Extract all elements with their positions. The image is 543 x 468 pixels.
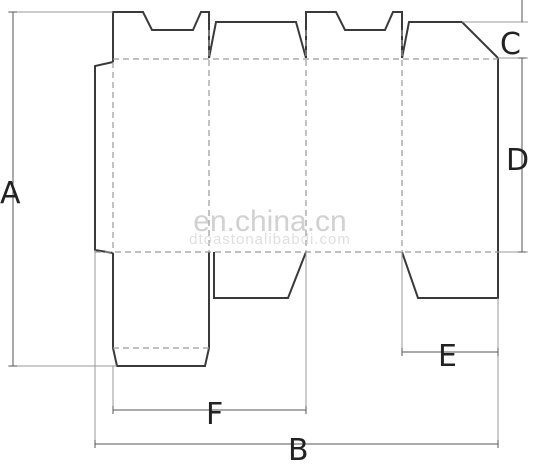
bottom-dust-flap-1 — [213, 251, 307, 299]
dimension-d — [498, 57, 528, 253]
dimension-e — [401, 252, 499, 356]
top-dust-flap-1 — [208, 21, 307, 59]
label-c: C — [500, 27, 521, 62]
top-tuck-flap-2 — [305, 11, 403, 58]
label-e: E — [438, 339, 457, 374]
top-tuck-flap-1 — [112, 11, 210, 62]
bottom-tuck-flap — [112, 252, 210, 367]
watermark-sub: dtoastonalibabdi.com — [189, 231, 351, 248]
watermark-main: en.china.cn — [193, 205, 346, 238]
top-dust-flap-2 — [401, 21, 499, 59]
label-d: D — [506, 143, 529, 178]
label-b: B — [288, 433, 309, 468]
dimension-f — [112, 252, 307, 414]
bottom-dust-flap-2 — [401, 251, 499, 299]
label-a: A — [0, 176, 21, 211]
watermark: en.china.cn dtoastonalibabdi.com — [189, 205, 351, 248]
fold-lines — [95, 30, 498, 349]
dimension-a — [8, 11, 117, 367]
dimension-b — [94, 250, 499, 448]
dimension-c — [462, 0, 528, 64]
label-f: F — [206, 397, 223, 432]
left-glue-flap — [94, 61, 114, 254]
cut-outline — [94, 11, 499, 367]
